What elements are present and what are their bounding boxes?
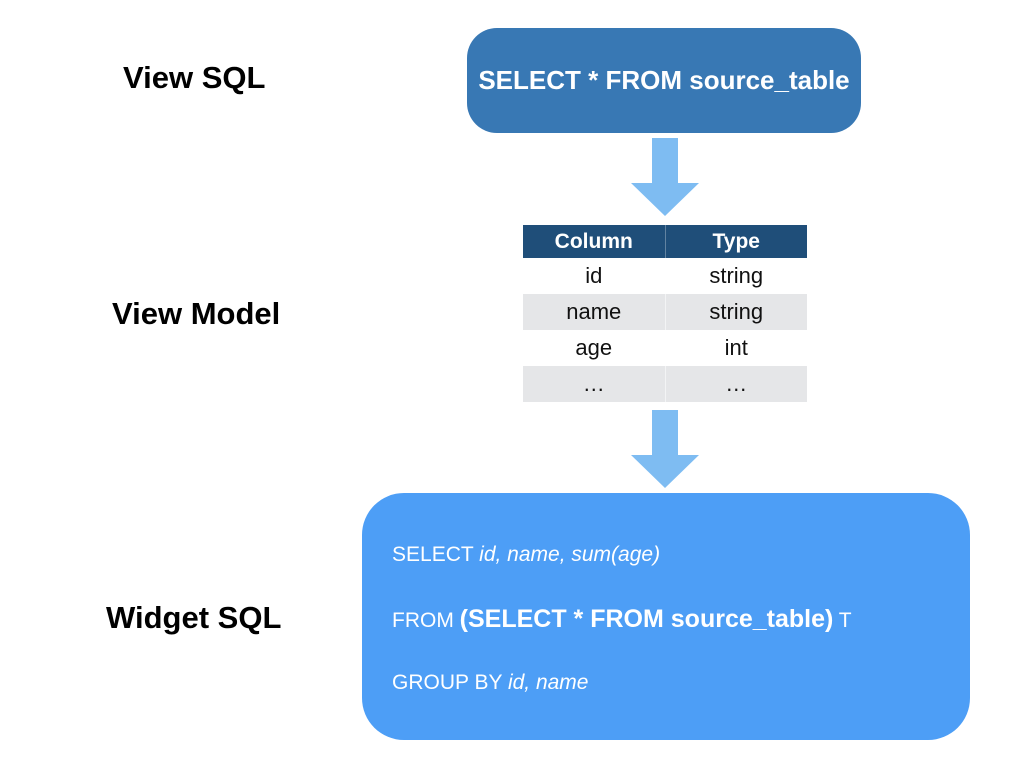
table-cell-column: id	[585, 263, 603, 288]
widget-sql-label: Widget SQL	[106, 600, 282, 635]
table-cell-column: …	[523, 366, 665, 402]
sql-keyword-from: FROM	[392, 609, 460, 632]
table-cell-type: string	[664, 294, 807, 330]
down-arrow-icon	[631, 138, 699, 216]
table-cell-column: age	[575, 335, 613, 360]
view-sql-query-text: SELECT * FROM source_table	[478, 65, 850, 95]
table-row: id string	[523, 258, 807, 294]
view-model-table: Column Type id string name string age in…	[523, 225, 807, 402]
table-row: age int	[523, 330, 807, 366]
table-header-cell-column: Column	[523, 225, 665, 258]
view-sql-label: View SQL	[123, 60, 266, 95]
view-sql-box: SELECT * FROM source_table	[467, 28, 861, 133]
table-header-cell-type: Type	[664, 225, 807, 258]
sql-subquery: (SELECT * FROM source_table)	[459, 605, 834, 633]
sql-table-alias: T	[833, 609, 852, 632]
table-header-row: Column Type	[523, 225, 807, 258]
widget-sql-groupby-line: GROUP BY id, name	[392, 671, 588, 695]
widget-sql-select-line: SELECT id, name, sum(age)	[392, 543, 660, 567]
view-model-label: View Model	[112, 296, 281, 331]
sql-select-columns: id, name, sum(age)	[479, 543, 661, 566]
table-row: … …	[523, 366, 807, 402]
table-row: name string	[523, 294, 807, 330]
sql-keyword-select: SELECT	[392, 543, 480, 566]
table-cell-type: int	[664, 330, 807, 366]
widget-sql-box: SELECT id, name, sum(age) FROM (SELECT *…	[362, 493, 970, 740]
table-cell-column: name	[523, 294, 665, 330]
table-cell-type: string	[664, 258, 807, 294]
widget-sql-from-line: FROM (SELECT * FROM source_table) T	[392, 605, 852, 634]
table-cell-type: …	[664, 366, 807, 402]
sql-keyword-group-by: GROUP BY	[392, 671, 508, 694]
down-arrow-icon	[631, 410, 699, 488]
sql-groupby-columns: id, name	[507, 671, 589, 694]
